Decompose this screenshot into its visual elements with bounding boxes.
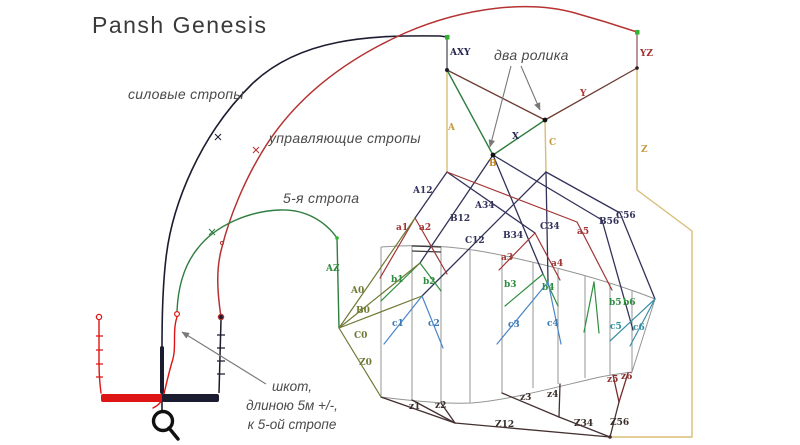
pulley-arrow-left [488,65,512,148]
point-label-B12: B12 [450,214,470,224]
chicken-loop-ring [151,409,175,433]
point-label-c3: c3 [508,320,520,330]
point-label-c6: c6 [633,323,645,333]
point-label-z2: z2 [435,401,446,411]
control-bar [95,311,225,441]
a-cascade-lines [379,171,613,291]
hub-fan-lines [338,217,423,398]
point-label-B: B [489,159,497,169]
point-label-z6: z6 [621,372,632,382]
point-label-b5: b5 [609,298,622,308]
annotation-arrows [181,65,541,385]
point-label-c4: c4 [547,319,559,329]
point-label-b3: b3 [504,280,517,290]
point-label-a1: a1 [396,223,408,233]
point-label-a2: a2 [419,223,431,233]
point-label-z1: z1 [409,402,420,412]
z-cascade-lines [380,372,629,439]
point-label-b6: b6 [623,298,636,308]
upper-bridle-lines [414,154,656,331]
point-label-B56: B56 [599,217,619,227]
point-label-z5: z5 [607,375,618,385]
tan-lines [446,67,693,438]
power-line-path [161,35,448,412]
bar-right-dark [162,394,219,402]
label-power-lines: силовые стропы [128,86,245,102]
intake-band [411,245,442,253]
b-cascade-lines [380,262,600,334]
point-label-b1: b1 [391,275,404,285]
point-label-a5: a5 [577,227,589,237]
point-label-c5: c5 [610,322,622,332]
point-label-YZ: YZ [639,49,653,59]
point-label-a4: a4 [551,259,563,269]
label-sheet-line3: к 5-ой стропе [247,417,337,432]
sheet-line-path [152,316,178,409]
right-leader-ring [217,313,225,321]
point-label-b2: b2 [423,277,436,287]
point-label-Y: Y [579,89,587,99]
left-leader-ring [95,313,103,321]
point-label-z3: z3 [520,393,531,403]
label-two-pulleys: два ролика [494,47,569,63]
point-label-A34: A34 [474,201,495,211]
fifth-line-path [176,209,338,312]
point-label-C0: C0 [354,331,367,341]
label-sheet-line2: длиною 5м +/-, [246,398,338,413]
diagram-title: Pansh Genesis [92,12,268,38]
point-label-AXY: AXY [449,48,471,58]
steering-line-path [217,5,638,318]
label-sheet: шкот, длиною 5м +/-, к 5-ой стропе [236,377,348,434]
label-steering-lines: управляющие стропы [269,130,421,146]
point-label-C34: C34 [540,222,560,232]
point-label-Z0: Z0 [359,358,372,368]
point-label-C56: C56 [616,211,636,221]
label-sheet-line1: шкот, [272,379,312,394]
point-label-A0: A0 [350,286,364,296]
point-label-Z56: Z56 [610,418,629,428]
point-label-b4: b4 [542,283,555,293]
point-label-z4: z4 [547,390,558,400]
point-label-B34: B34 [503,231,523,241]
point-label-X: X [512,132,519,142]
pulley-arrow-right [520,65,541,111]
bar-left-red [101,394,162,402]
point-label-C: C [549,138,556,148]
point-label-Z34: Z34 [574,419,593,429]
sheet-arrow [181,331,267,385]
point-label-Z: Z [641,145,648,155]
pulley-lines [446,32,638,156]
point-label-A: A [447,123,456,133]
point-label-A12: A12 [412,186,433,196]
line-knot-markers [208,30,640,246]
label-fifth-line: 5-я стропа [283,190,360,206]
point-label-AZ: AZ [325,264,340,274]
point-label-c2: c2 [428,319,440,329]
point-label-C12: C12 [465,236,485,246]
pulley-x-point [542,117,548,123]
fifth-line-connector-ring [174,311,181,318]
point-label-a3: a3 [501,253,513,263]
point-label-B0: B0 [356,306,370,316]
point-label-Z12: Z12 [495,420,514,430]
pulley-yz-dot [635,30,640,35]
c-cascade-lines [383,281,656,349]
pulley-axy-dot [445,35,450,40]
point-label-c1: c1 [392,319,404,329]
flying-lines [152,5,638,412]
pulley-b-point [490,152,496,158]
